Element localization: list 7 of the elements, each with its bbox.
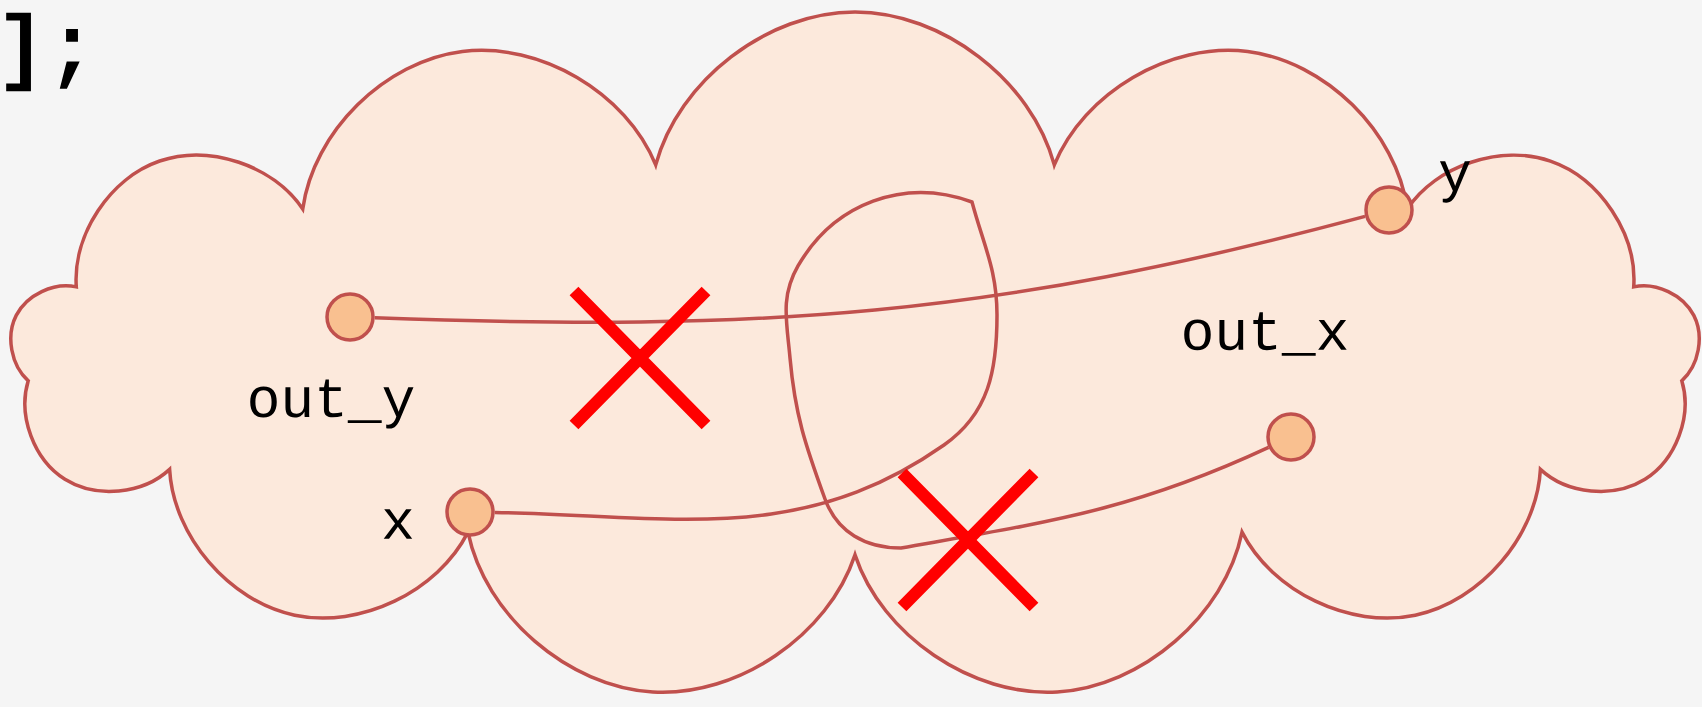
wire (494, 191, 1270, 550)
code-fragment: ]; (6, 12, 80, 92)
terminal-label: y (1439, 161, 1470, 203)
wire (374, 214, 1366, 324)
terminal-label: x (383, 509, 413, 539)
terminal-label: out_x (1184, 312, 1347, 356)
terminal-label: out_y (250, 379, 414, 429)
